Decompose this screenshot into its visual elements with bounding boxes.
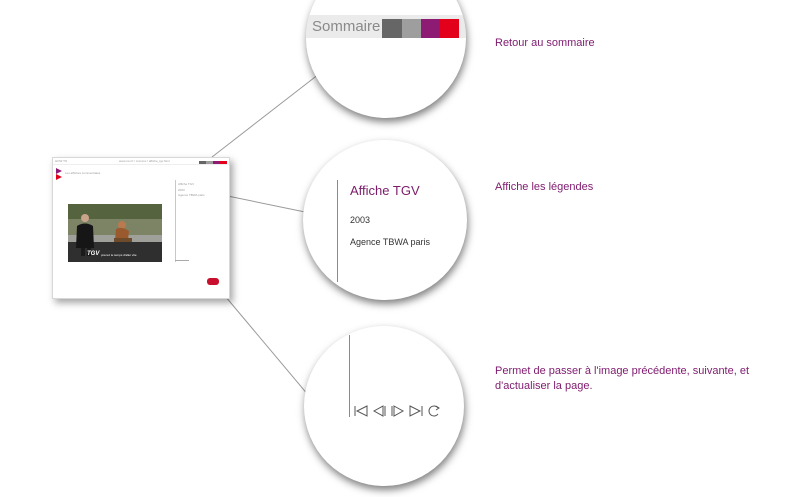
swatch: [199, 161, 206, 164]
nav-buttons: [353, 404, 442, 418]
first-icon[interactable]: [353, 404, 370, 418]
annotation-sommaire: Retour au sommaire: [495, 37, 595, 49]
legend-year: 2003: [350, 215, 371, 225]
legend-divider: [175, 180, 176, 262]
previous-icon[interactable]: [371, 404, 388, 418]
thumbnail-header-left: HOW TO: [55, 159, 68, 163]
annotation-navigation: Permet de passer à l'image précédente, s…: [495, 365, 750, 392]
thumbnail-header: [53, 158, 229, 165]
poster-tagline: prenez le temps d'aller vite: [101, 253, 137, 257]
swatch: [213, 161, 220, 164]
thumbnail-sommaire-swatches[interactable]: [199, 161, 227, 164]
thumbnail-legend-agency: Agence TBWA paris: [178, 193, 205, 197]
sommaire-bar[interactable]: Sommaire: [306, 15, 466, 38]
swatch: [206, 161, 213, 164]
thumbnail-nav-buttons[interactable]: [175, 260, 189, 264]
poster-image: TGV prenez le temps d'aller vite: [68, 204, 162, 262]
sncf-logo: [207, 278, 219, 285]
next-icon[interactable]: [389, 404, 406, 418]
poster-illustration: [68, 204, 162, 262]
last-icon[interactable]: [407, 404, 424, 418]
sommaire-swatch-4[interactable]: [440, 19, 459, 38]
swatch: [220, 161, 227, 164]
zoom-legend: Affiche TGV 2003 Agence TBWA paris: [303, 140, 467, 300]
poster-caption: TGV: [87, 251, 100, 257]
nav-divider: [349, 335, 350, 417]
thumbnail-legend-title: Affiche TGV: [178, 182, 195, 186]
annotation-legend: Affiche les légendes: [495, 181, 594, 193]
page-thumbnail: HOW TO www.xxx.fr / xxxxxxx / affiche_tg…: [52, 157, 230, 299]
legend-divider: [337, 180, 338, 282]
thumbnail-header-url: www.xxx.fr / xxxxxxx / affiche_tgv.html: [119, 159, 170, 163]
zoom-sommaire: Sommaire: [306, 0, 466, 118]
legend-agency: Agence TBWA paris: [350, 237, 431, 247]
thumbnail-site-label: Les affiches commerciales: [65, 171, 101, 175]
refresh-icon[interactable]: [425, 404, 442, 418]
sommaire-swatch-2[interactable]: [402, 19, 421, 38]
sommaire-swatch-3[interactable]: [421, 19, 440, 38]
connector-sommaire: [211, 73, 320, 158]
sommaire-swatch-1[interactable]: [382, 19, 402, 38]
thumbnail-legend-year: 2003: [178, 188, 185, 192]
sommaire-label[interactable]: Sommaire: [312, 18, 381, 35]
zoom-navigation: [304, 326, 464, 486]
legend-title: Affiche TGV: [350, 183, 420, 198]
site-logo-icon: [56, 168, 62, 180]
